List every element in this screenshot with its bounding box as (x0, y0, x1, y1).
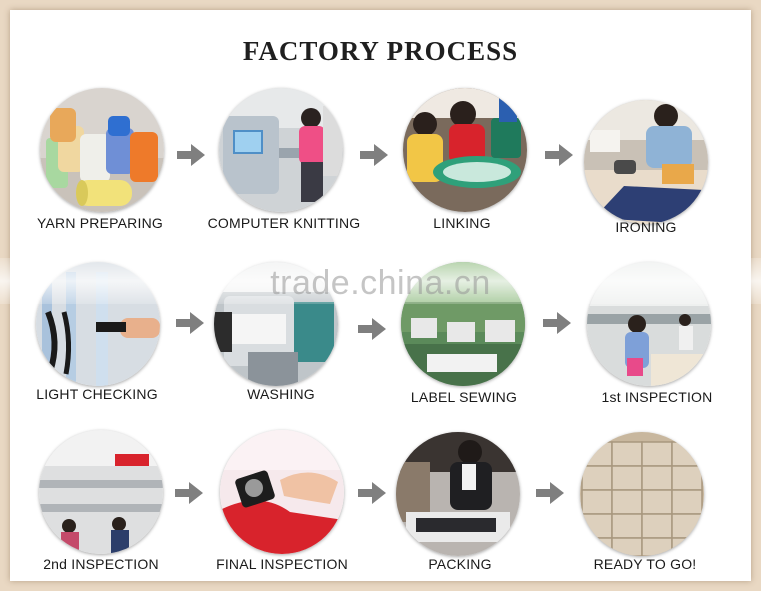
step-label: WASHING (247, 386, 315, 402)
packing-photo (396, 432, 520, 556)
ironing-photo (584, 100, 708, 224)
yarn-cones-photo (40, 88, 164, 212)
right-arrow-icon (360, 144, 388, 166)
linking-machine-photo (403, 88, 527, 212)
step-label: LINKING (433, 215, 491, 231)
right-arrow-icon (543, 312, 571, 334)
right-arrow-icon (175, 482, 203, 504)
factory-floor-photo (39, 430, 163, 554)
step-label: IRONING (615, 219, 677, 235)
knitting-machine-photo (219, 88, 343, 212)
carton-boxes-photo (580, 432, 704, 556)
page-title: FACTORY PROCESS (242, 36, 519, 66)
step-label: COMPUTER KNITTING (207, 215, 361, 231)
step-label: 1st INSPECTION (601, 389, 713, 405)
watermark-text: trade.china.cn (270, 264, 491, 302)
step-label: LABEL SEWING (410, 389, 518, 405)
right-arrow-icon (536, 482, 564, 504)
right-arrow-icon (545, 144, 573, 166)
right-arrow-icon (358, 482, 386, 504)
right-arrow-icon (176, 312, 204, 334)
step-label: FINAL INSPECTION (216, 556, 348, 572)
right-arrow-icon (177, 144, 205, 166)
step-label: LIGHT CHECKING (36, 386, 158, 402)
watermark-band (0, 258, 761, 304)
step-label: READY TO GO! (593, 556, 697, 572)
step-label: 2nd INSPECTION (43, 556, 159, 572)
step-label: YARN PREPARING (37, 215, 163, 231)
step-label: PACKING (428, 556, 492, 572)
magnifier-inspection-photo (220, 430, 344, 554)
right-arrow-icon (358, 318, 386, 340)
